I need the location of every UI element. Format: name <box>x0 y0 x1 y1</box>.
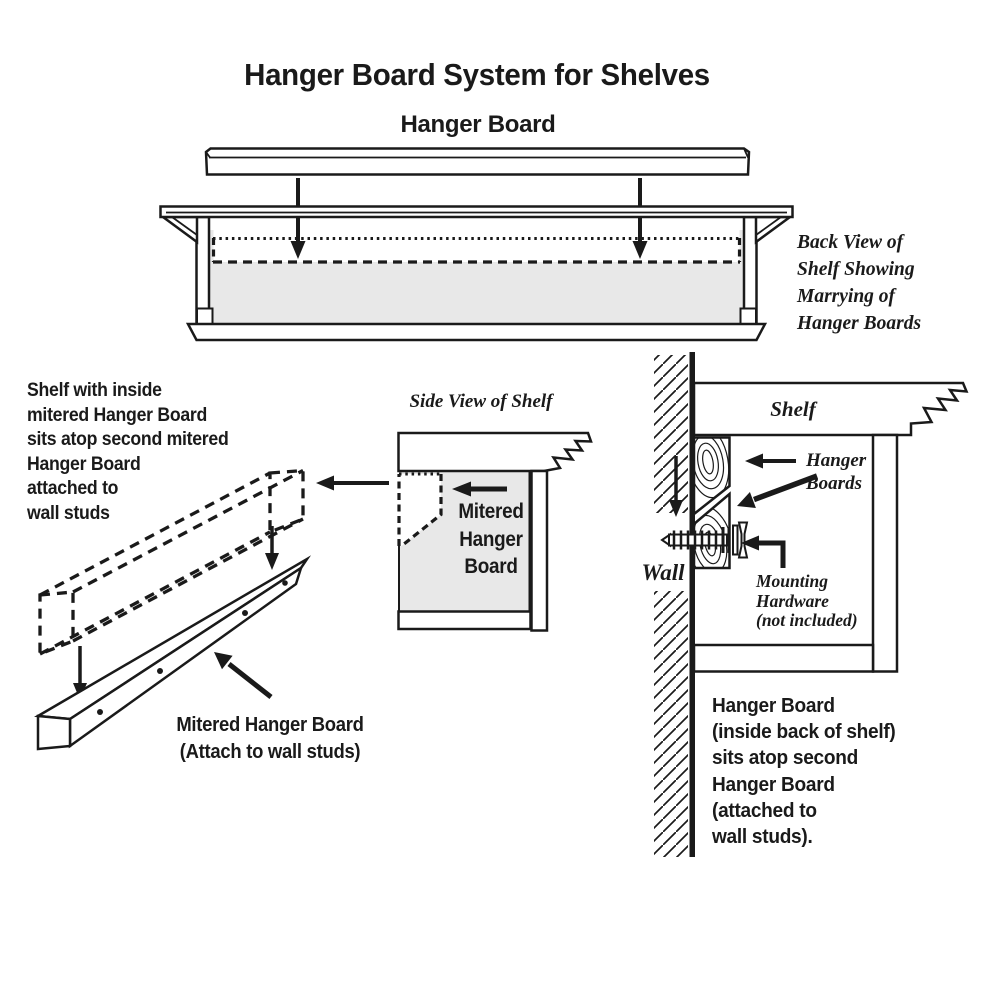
label-line: (Attach to wall studs) <box>179 740 361 763</box>
note-line: sits atop second mitered <box>27 429 229 450</box>
label-line: Mitered Hanger Board <box>176 713 364 736</box>
page-title: Hanger Board System for Shelves <box>244 57 710 92</box>
note-line: mitered Hanger Board <box>27 404 207 426</box>
caption-line: Back View of <box>797 232 904 253</box>
shelf-top-crown <box>692 381 969 437</box>
caption-line: Hanger Boards <box>797 313 922 334</box>
label-line: Board <box>464 555 518 578</box>
label-line: Boards <box>806 472 862 494</box>
note-line: wall studs). <box>712 825 813 849</box>
shelf-bottom-board <box>692 643 875 673</box>
mitered-board-label-arrow <box>214 652 273 699</box>
label-line: Mounting <box>756 571 828 591</box>
wall-hatching-top <box>654 355 688 513</box>
mounting-hardware-arrow <box>741 535 786 568</box>
wall-section-drawing <box>654 352 969 857</box>
note-line: (inside back of shelf) <box>712 720 896 744</box>
wall-line <box>689 352 695 857</box>
right-note: Hanger Board (inside back of shelf) sits… <box>712 693 896 850</box>
note-line: wall studs <box>27 502 110 524</box>
note-line: Hanger Board <box>712 694 835 717</box>
side-view-to-board-arrow <box>316 475 389 491</box>
label-line: Hardware <box>756 590 829 611</box>
mitered-board-label: Mitered Hanger Board (Attach to wall stu… <box>169 711 371 765</box>
shelf-label: Shelf <box>770 397 816 421</box>
wall-hatching-bottom <box>654 591 688 857</box>
hanger-board-label: Hanger Board <box>400 111 556 138</box>
caption-line: Shelf Showing <box>797 259 915 280</box>
left-note: Shelf with inside mitered Hanger Board s… <box>27 379 229 526</box>
label-line: Hanger <box>806 450 867 471</box>
side-view-title: Side View of Shelf <box>409 391 553 412</box>
note-line: (attached to <box>712 798 817 822</box>
back-view-caption: Back View of Shelf Showing Marrying of H… <box>797 229 921 337</box>
hanger-boards-arrow-lower <box>737 473 818 508</box>
insert-down-arrow-right <box>632 178 648 259</box>
hanger-board-drawing <box>204 147 751 176</box>
side-view-label: Mitered Hanger Board <box>436 498 546 581</box>
note-line: Shelf with inside <box>27 380 162 401</box>
shelf-back-panel <box>871 433 899 673</box>
note-line: attached to <box>27 478 119 499</box>
label-line: Mitered <box>458 500 524 523</box>
ghost-mitered-board-drawing <box>38 468 305 657</box>
screw-icon <box>660 521 749 559</box>
hanger-boards-arrow-upper <box>745 453 796 469</box>
note-line: Hanger Board <box>712 772 835 796</box>
insert-down-arrow-left <box>290 178 306 259</box>
wall-label: Wall <box>641 560 685 585</box>
note-line: sits atop second <box>712 746 858 770</box>
caption-line: Marrying of <box>797 286 896 307</box>
label-line: (not included) <box>756 610 858 630</box>
mitered-board-pointer-arrow <box>452 481 507 497</box>
wall-down-arrow <box>669 456 683 517</box>
note-line: Hanger Board <box>27 453 141 475</box>
solid-mitered-board-drawing <box>34 555 312 751</box>
hanger-board-upper <box>692 436 731 517</box>
side-view-drawing <box>397 431 593 632</box>
mounting-hardware-label: Mounting Hardware (not included) <box>756 571 858 631</box>
hanger-boards-label: Hanger Boards <box>806 450 866 495</box>
back-view-shelf-drawing <box>159 205 794 342</box>
label-line: Hanger <box>459 527 523 551</box>
drop-down-arrow-right <box>265 526 279 570</box>
